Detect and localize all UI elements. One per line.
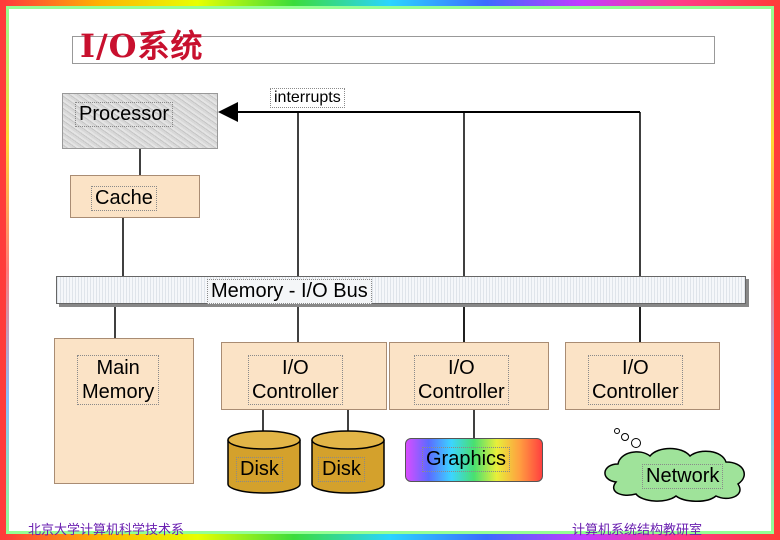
disk-2-label: Disk bbox=[318, 457, 365, 482]
main-memory-box: Main Memory bbox=[54, 338, 194, 484]
io-controller-3-line2: Controller bbox=[592, 381, 679, 403]
io-controller-2-line1: I/O bbox=[448, 357, 475, 379]
processor-label: Processor bbox=[75, 102, 174, 127]
processor-box: Processor bbox=[62, 93, 218, 149]
disk-1-label: Disk bbox=[236, 457, 283, 482]
interrupts-label: interrupts bbox=[270, 88, 345, 108]
network-label: Network bbox=[642, 464, 724, 489]
footer-left: 北京大学计算机科学技术系 bbox=[28, 522, 185, 537]
cache-label: Cache bbox=[91, 186, 157, 211]
bus-label: Memory - I/O Bus bbox=[207, 279, 372, 304]
memory-io-bus: Memory - I/O Bus bbox=[56, 276, 746, 304]
footer-right: 计算机系统结构教研室 bbox=[572, 522, 703, 537]
bubble-dot-1 bbox=[614, 428, 620, 434]
main-memory-label: Main Memory bbox=[77, 355, 160, 405]
graphics-device: Graphics bbox=[405, 438, 543, 482]
io-controller-1-line1: I/O bbox=[282, 357, 309, 379]
io-controller-2: I/O Controller bbox=[389, 342, 549, 410]
io-controller-3: I/O Controller bbox=[565, 342, 720, 410]
main-memory-line2: Memory bbox=[82, 381, 155, 403]
io-controller-1-label: I/O Controller bbox=[248, 355, 343, 405]
disk-2-cylinder bbox=[311, 430, 385, 494]
cache-box: Cache bbox=[70, 175, 200, 218]
title-bar bbox=[72, 36, 715, 64]
io-controller-2-label: I/O Controller bbox=[414, 355, 509, 405]
slide-title: I/O系统 bbox=[80, 27, 204, 65]
bubble-dot-3 bbox=[631, 438, 641, 448]
io-controller-1: I/O Controller bbox=[221, 342, 387, 410]
io-controller-3-line1: I/O bbox=[622, 357, 649, 379]
bubble-dot-2 bbox=[621, 433, 629, 441]
io-controller-2-line2: Controller bbox=[418, 381, 505, 403]
graphics-label: Graphics bbox=[422, 447, 511, 472]
io-controller-3-label: I/O Controller bbox=[588, 355, 683, 405]
main-memory-line1: Main bbox=[96, 357, 140, 379]
io-controller-1-line2: Controller bbox=[252, 381, 339, 403]
